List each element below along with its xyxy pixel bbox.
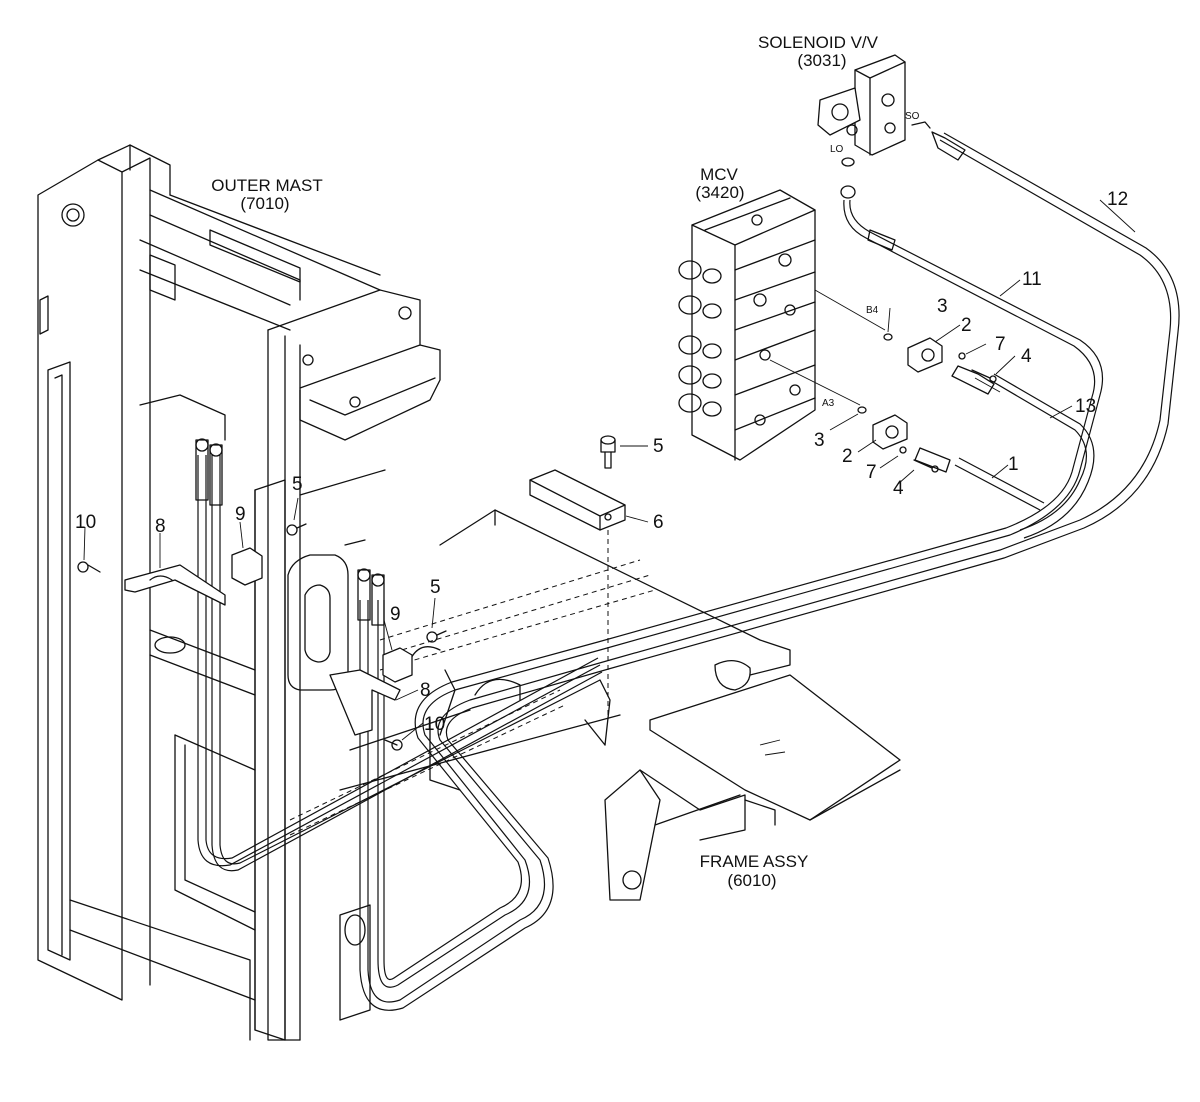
outer-mast-code: (7010) <box>240 194 289 213</box>
port-lo-label: LO <box>830 144 844 155</box>
mcv-spools <box>678 260 722 417</box>
callout-9-left: 9 <box>235 504 246 525</box>
port-a3-label: A3 <box>822 398 835 409</box>
solenoid-title: SOLENOID V/V <box>758 33 879 52</box>
callout-2-lower: 2 <box>842 446 853 467</box>
solenoid-valve <box>817 54 931 199</box>
frame-assy-title: FRAME ASSY <box>700 852 809 871</box>
callout-4-lower: 4 <box>893 478 904 499</box>
callout-3-lower: 3 <box>814 430 825 451</box>
callout-1: 1 <box>1008 454 1019 475</box>
outer-mast <box>37 144 441 1041</box>
component-labels: SOLENOID V/V (3031) MCV (3420) OUTER MAS… <box>211 33 919 890</box>
washer-7 <box>899 352 966 454</box>
mcv-code: (3420) <box>695 183 744 202</box>
bolt-10-left <box>77 561 101 573</box>
hose-13 <box>951 365 1095 539</box>
bracket-8-mid <box>329 669 401 736</box>
callout-10-mid: 10 <box>424 714 445 735</box>
bolt-5-left <box>286 523 307 536</box>
leader-lines <box>83 199 1136 741</box>
mcv-valve <box>678 189 886 461</box>
callout-3-upper: 3 <box>937 296 948 317</box>
callout-9-mid: 9 <box>390 604 401 625</box>
callout-8-mid: 8 <box>420 680 431 701</box>
mid-hoses <box>357 568 385 626</box>
callout-7-lower: 7 <box>866 462 877 483</box>
hose-11 <box>377 199 1104 988</box>
bolt-5-mid <box>426 630 447 643</box>
callout-5-top: 5 <box>653 436 664 457</box>
callout-5-mid: 5 <box>430 577 441 598</box>
solenoid-code: (3031) <box>797 51 846 70</box>
bolt-10-mid <box>384 739 403 751</box>
callout-13: 13 <box>1075 396 1096 417</box>
mcv-title: MCV <box>700 165 738 184</box>
callout-2-upper: 2 <box>961 315 972 336</box>
mast-hoses <box>195 438 603 872</box>
clamp-6 <box>529 469 626 531</box>
outer-mast-title: OUTER MAST <box>211 176 322 195</box>
callout-12: 12 <box>1107 189 1128 210</box>
flange-2-lower <box>872 414 908 450</box>
callout-7-upper: 7 <box>995 334 1006 355</box>
callout-4-upper: 4 <box>1021 346 1032 367</box>
callout-11: 11 <box>1022 269 1042 290</box>
hose-12 <box>359 131 1180 1011</box>
clamp-9-left <box>231 547 263 586</box>
frame-assy-code: (6010) <box>727 871 776 890</box>
bolt-5-top <box>600 435 616 469</box>
hose-1 <box>914 447 1045 511</box>
bolt-4 <box>913 369 997 473</box>
flange-2-upper <box>907 337 943 373</box>
clamp-9-mid <box>382 647 413 683</box>
frame-assy <box>339 509 901 901</box>
callout-10-left: 10 <box>75 512 96 533</box>
port-b4-label: B4 <box>866 305 879 316</box>
callout-5-left: 5 <box>292 474 303 495</box>
port-so-label: SO <box>905 111 920 122</box>
bracket-8-left <box>124 564 226 606</box>
callout-6: 6 <box>653 512 664 533</box>
o-ring-3 <box>857 333 893 414</box>
part-callouts: 12 11 13 1 3 2 7 4 3 2 7 4 5 6 5 5 9 9 8… <box>75 189 1128 735</box>
callout-8-left: 8 <box>155 516 166 537</box>
